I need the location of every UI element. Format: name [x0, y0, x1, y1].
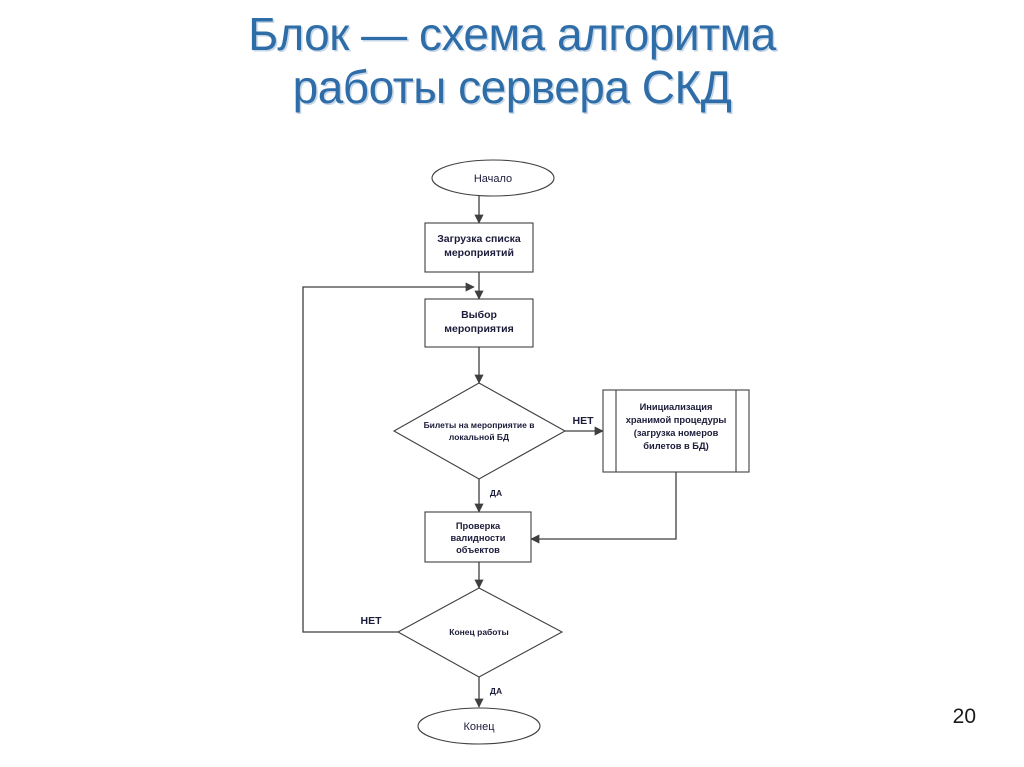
- node-end[interactable]: Конец: [417, 707, 541, 745]
- edge-label-finished-no: НЕТ: [361, 615, 383, 627]
- node-decision-tickets-label-line1: Билеты на мероприятие в: [424, 420, 535, 430]
- node-start-label: Начало: [474, 173, 512, 185]
- page-number: 20: [952, 705, 976, 728]
- node-validate-label-line1: Проверка: [456, 521, 501, 531]
- node-start[interactable]: Начало: [431, 159, 555, 197]
- node-load-label-line2: мероприятий: [444, 247, 514, 259]
- node-validate-label-line3: объектов: [456, 545, 500, 555]
- node-select-label-line2: мероприятия: [444, 323, 514, 335]
- node-select-event[interactable]: Выбор мероприятия: [424, 298, 534, 348]
- node-init-label-line3: (загрузка номеров: [634, 428, 719, 438]
- edge-label-tickets-no: НЕТ: [573, 415, 595, 427]
- node-select-label-line1: Выбор: [461, 309, 497, 321]
- node-init-label-line2: хранимой процедуры: [626, 415, 727, 425]
- page-title: Блок — схема алгоритма работы сервера СК…: [248, 8, 776, 113]
- node-decision-end-of-work[interactable]: Конец работы: [396, 587, 564, 678]
- node-init-stored-procedure[interactable]: Инициализация хранимой процедуры (загруз…: [602, 389, 750, 473]
- node-decision-tickets-label-line2: локальной БД: [449, 432, 509, 442]
- node-validate-label-line2: валидности: [451, 533, 506, 543]
- node-decision-tickets-in-local-db[interactable]: Билеты на мероприятие в локальной БД: [392, 382, 567, 480]
- edge-label-tickets-yes: ДА: [490, 488, 502, 498]
- node-init-label-line4: билетов в БД): [643, 441, 708, 451]
- node-decision-end-label: Конец работы: [449, 627, 508, 637]
- connector-init-to-validate: [530, 472, 677, 544]
- node-init-label-line1: Инициализация: [640, 402, 713, 412]
- node-load-event-list[interactable]: Загрузка списка мероприятий: [424, 222, 534, 273]
- node-validate-objects[interactable]: Проверка валидности объектов: [424, 511, 532, 563]
- node-end-label: Конец: [463, 721, 495, 733]
- connector-finished-no-loopback: [302, 282, 475, 633]
- node-load-label-line1: Загрузка списка: [437, 233, 521, 245]
- edge-label-finished-yes: ДА: [490, 686, 502, 696]
